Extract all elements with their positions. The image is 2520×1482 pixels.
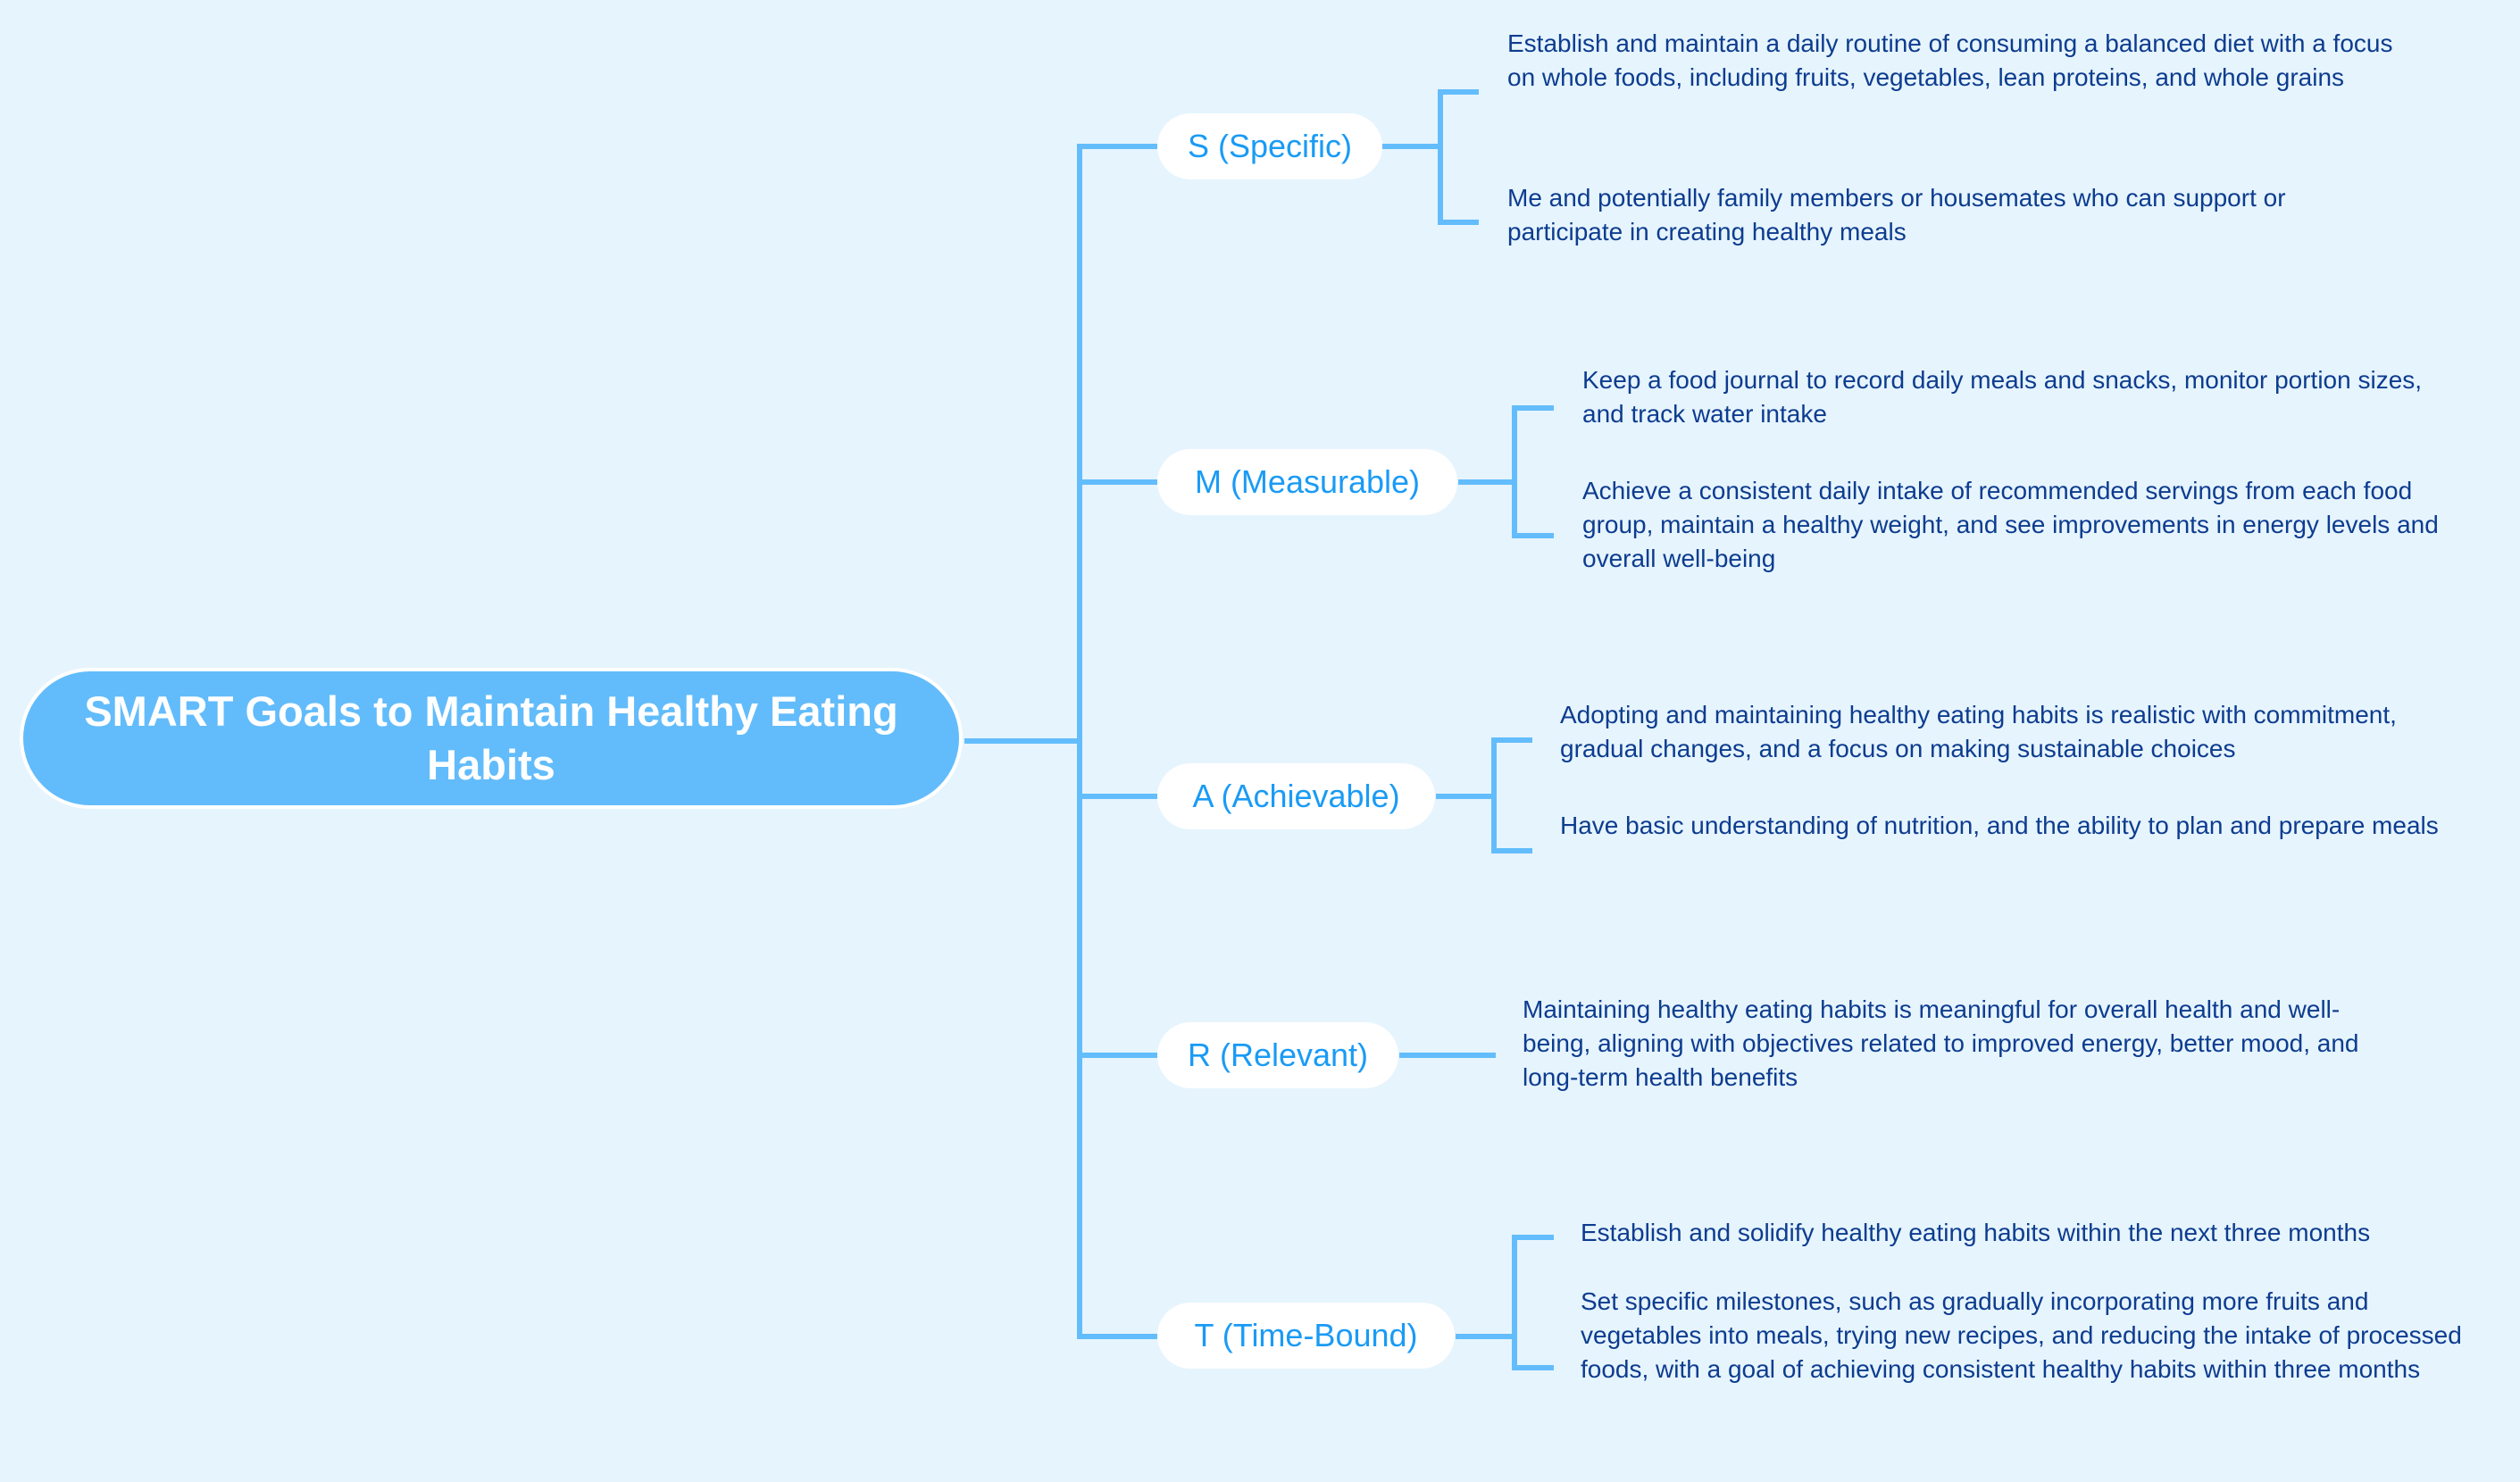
branch-specific[interactable]: S (Specific) bbox=[1157, 113, 1382, 179]
bracket-s bbox=[1438, 89, 1443, 225]
bracket-s-top bbox=[1438, 89, 1479, 95]
bracket-m bbox=[1512, 405, 1517, 538]
connector-r-out bbox=[1399, 1053, 1496, 1058]
leaf-achievable-1[interactable]: Adopting and maintaining healthy eating … bbox=[1560, 701, 2397, 762]
root-connector bbox=[964, 738, 1082, 744]
bracket-a bbox=[1491, 737, 1497, 853]
connector-t bbox=[1077, 1334, 1157, 1339]
branch-label: R (Relevant) bbox=[1187, 1037, 1369, 1073]
leaf-time-bound-1[interactable]: Establish and solidify healthy eating ha… bbox=[1581, 1219, 2371, 1246]
branch-label: S (Specific) bbox=[1187, 128, 1353, 164]
root-title: SMART Goals to Maintain Healthy Eating H… bbox=[84, 687, 898, 788]
connector-a bbox=[1077, 794, 1157, 799]
bracket-s-bottom bbox=[1438, 220, 1479, 225]
connector-s-out bbox=[1382, 144, 1439, 149]
leaf-relevant-1[interactable]: Maintaining healthy eating habits is mea… bbox=[1523, 995, 2359, 1091]
connector-t-out bbox=[1456, 1334, 1514, 1339]
branch-time-bound[interactable]: T (Time-Bound) bbox=[1157, 1303, 1455, 1369]
branch-relevant[interactable]: R (Relevant) bbox=[1157, 1022, 1398, 1088]
branch-label: T (Time-Bound) bbox=[1194, 1317, 1418, 1353]
bracket-a-top bbox=[1491, 737, 1532, 743]
bracket-t bbox=[1512, 1235, 1517, 1370]
bracket-m-top bbox=[1512, 405, 1554, 411]
branch-label: A (Achievable) bbox=[1192, 778, 1400, 814]
connector-m bbox=[1077, 479, 1157, 485]
bracket-t-top bbox=[1512, 1235, 1554, 1240]
bracket-t-bottom bbox=[1512, 1365, 1554, 1370]
main-spine bbox=[1077, 144, 1082, 1339]
leaf-achievable-2[interactable]: Have basic understanding of nutrition, a… bbox=[1560, 812, 2439, 839]
connector-m-out bbox=[1458, 479, 1514, 485]
root-topic[interactable]: SMART Goals to Maintain Healthy Eating H… bbox=[20, 668, 963, 809]
leaf-specific-2[interactable]: Me and potentially family members or hou… bbox=[1507, 184, 2286, 246]
branch-label: M (Measurable) bbox=[1194, 463, 1421, 500]
connector-r bbox=[1077, 1053, 1157, 1058]
leaf-measurable-2[interactable]: Achieve a consistent daily intake of rec… bbox=[1582, 477, 2439, 572]
branch-achievable[interactable]: A (Achievable) bbox=[1157, 763, 1435, 829]
connector-s bbox=[1077, 144, 1157, 149]
connector-a-out bbox=[1436, 794, 1493, 799]
leaf-specific-1[interactable]: Establish and maintain a daily routine o… bbox=[1507, 29, 2393, 91]
leaf-measurable-1[interactable]: Keep a food journal to record daily meal… bbox=[1582, 366, 2423, 428]
bracket-a-bottom bbox=[1491, 848, 1532, 853]
branch-measurable[interactable]: M (Measurable) bbox=[1157, 449, 1457, 515]
bracket-m-bottom bbox=[1512, 533, 1554, 538]
leaf-time-bound-2[interactable]: Set specific milestones, such as gradual… bbox=[1581, 1287, 2462, 1383]
